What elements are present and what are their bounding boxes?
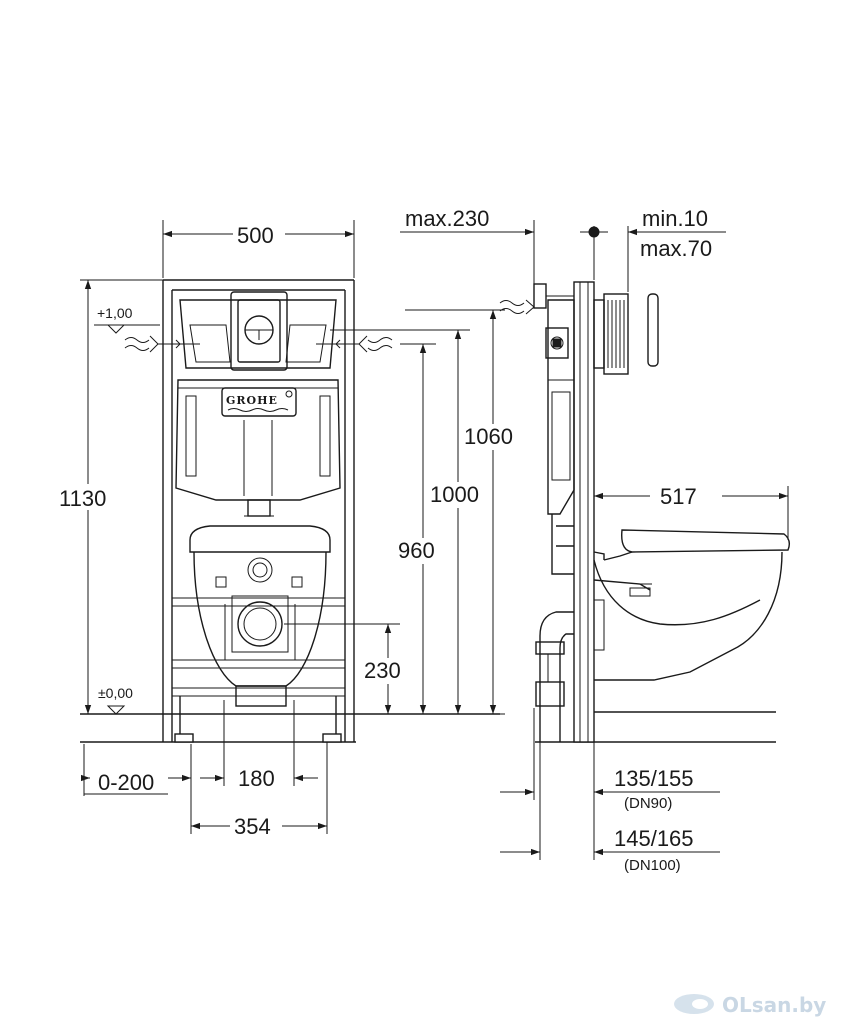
dim-517: 517 [594, 482, 789, 540]
dim-height-total-label: 1130 [59, 486, 106, 511]
side-water-inlet [499, 283, 574, 315]
level-mark-floor: ±0,00 [98, 685, 133, 715]
dim-width: 500 [162, 220, 355, 278]
water-inlet-left [124, 335, 200, 353]
dim-1000: 1000 [330, 329, 490, 714]
cistern: GROHE [175, 299, 341, 517]
dim-height-total: 1130 [56, 279, 163, 714]
dim-offset-label: 0-200 [98, 770, 154, 795]
dim-max230: max.230 [400, 206, 535, 284]
flush-plate [230, 291, 288, 371]
dim-517-label: 517 [660, 484, 697, 509]
dim-1000-label: 1000 [430, 482, 479, 507]
dim-180: 180 [200, 700, 318, 791]
side-flush-plate [593, 293, 659, 375]
dim-dn100-value: 145/165 [614, 826, 694, 851]
dim-960-label: 960 [398, 538, 435, 563]
dim-offset: 0-200 [81, 744, 192, 796]
dim-230: 230 [284, 623, 412, 714]
brand-logo-text: GROHE [226, 394, 278, 407]
watermark: OLsan.by [674, 993, 826, 1017]
dim-dn90-value: 135/155 [614, 766, 694, 791]
dim-354-label: 354 [234, 814, 271, 839]
dim-dn90: 135/155 (DN90) [500, 708, 720, 860]
dim-230-label: 230 [364, 658, 401, 683]
water-inlet-right [316, 335, 393, 353]
level-floor-label: ±0,00 [98, 685, 133, 701]
watermark-text: OLsan.by [722, 993, 826, 1017]
level-mark-top: +1,00 [94, 305, 160, 334]
frame [162, 279, 355, 743]
side-wc-pan [593, 529, 791, 681]
dim-180-label: 180 [238, 766, 275, 791]
dim-max230-label: max.230 [405, 206, 489, 231]
wc-pan-front [189, 525, 331, 707]
level-top-label: +1,00 [97, 305, 133, 321]
side-view: max.230 min.10 max.70 517 135/155 [400, 206, 791, 874]
dim-max70-label: max.70 [640, 236, 712, 261]
side-cistern [545, 299, 575, 575]
dim-dn90-label: (DN90) [624, 795, 672, 812]
dim-1060: 1060 [358, 309, 524, 715]
front-view: GROHE [56, 220, 524, 839]
dim-dn100: 145/165 (DN100) [500, 742, 720, 874]
dim-width-label: 500 [237, 223, 274, 248]
dim-plate-depth: min.10 max.70 [580, 206, 726, 292]
dim-1060-label: 1060 [464, 424, 513, 449]
side-frame [573, 281, 595, 743]
dim-960: 960 [396, 343, 446, 714]
dim-min10-label: min.10 [642, 206, 708, 231]
side-drain-pipe [535, 611, 574, 742]
dim-dn100-label: (DN100) [624, 857, 681, 874]
dim-354: 354 [190, 742, 328, 839]
